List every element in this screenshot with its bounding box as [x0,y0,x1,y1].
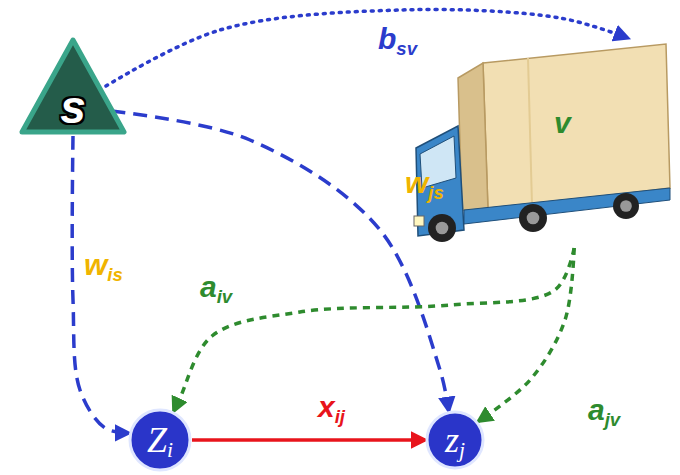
circle-shape [130,410,190,470]
truck-body [414,44,670,242]
edge-label: wjs [405,168,444,198]
edge-label: xij [318,392,345,422]
edge-label: aiv [200,272,232,302]
solid-arrow [192,438,425,442]
truck-illustration [408,38,676,248]
node-label: zj [445,422,465,458]
dashed-arrow [174,248,574,411]
dashed-arrow [72,136,129,433]
edge-label: bsv [378,24,417,54]
circle-shape [427,412,483,468]
vehicle-truck: v [408,38,676,248]
edge-label: ajv [588,395,620,425]
dashed-arrow [478,248,574,421]
node-label: Zi [147,422,173,458]
source-triangle: s [18,36,128,136]
node-label: v [554,108,571,138]
dashed-arrow [112,111,449,411]
edge-label: wis [84,250,123,280]
node-label: s [60,84,86,130]
customer-circle: Zi [128,408,192,472]
customer-circle: zj [425,410,485,470]
triangle-shape [22,40,124,132]
